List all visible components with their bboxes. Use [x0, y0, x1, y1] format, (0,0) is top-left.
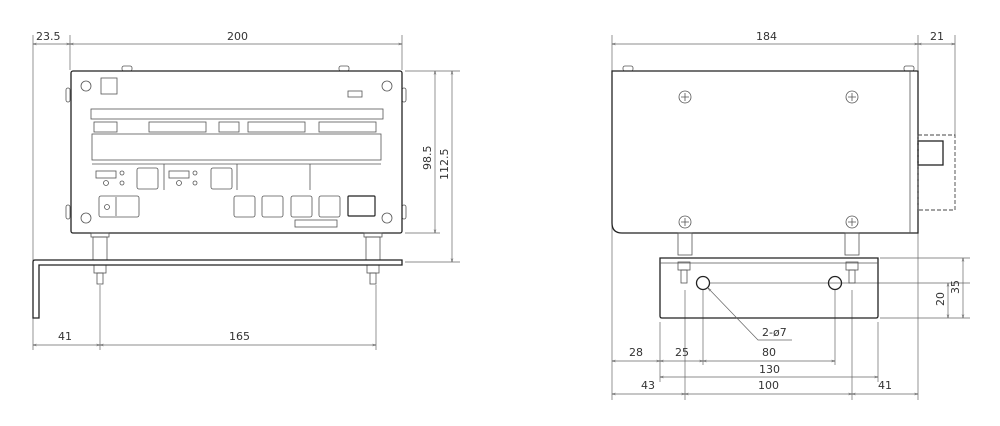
dim-bracket-length: 130 [759, 363, 780, 376]
mounting-bracket [32, 259, 403, 319]
dim-connector: 21 [930, 30, 944, 43]
front-view: 23.5 200 98.5 112.5 41 165 [33, 30, 460, 350]
feet [677, 232, 860, 284]
feet [90, 232, 383, 285]
dim-bracket-height: 35 [949, 280, 962, 294]
dim-panel-height: 98.5 [421, 146, 434, 171]
dim-foot-spacing: 100 [758, 379, 779, 392]
top-tabs [622, 65, 915, 72]
mounting-hole [827, 275, 843, 291]
dim-total-height: 112.5 [438, 149, 451, 181]
bracket [659, 257, 879, 319]
dim-hole-height: 20 [934, 292, 947, 306]
hole-note: 2-ø7 [762, 326, 787, 339]
connector [917, 140, 944, 166]
screws [678, 90, 859, 229]
dim-depth: 184 [756, 30, 777, 43]
dim-width: 200 [227, 30, 248, 43]
panel-details [80, 77, 393, 228]
mounting-ears [65, 65, 407, 220]
extension-lines [32, 35, 460, 350]
dim-hole-offset: 25 [675, 346, 689, 359]
extension-lines [611, 35, 970, 400]
dimension-lines [612, 44, 963, 394]
dim-rear-offset: 41 [878, 379, 892, 392]
dim-left-offset: 23.5 [36, 30, 61, 43]
front-panel [70, 70, 403, 234]
dimension-lines [33, 44, 452, 345]
enclosure-side [611, 70, 919, 234]
connector-clearance [917, 134, 956, 211]
mounting-hole [695, 275, 711, 291]
side-view: 184 21 35 20 2-ø7 28 25 80 130 43 100 41 [612, 30, 970, 400]
dim-foot-offset: 43 [641, 379, 655, 392]
dim-bracket-offset: 28 [629, 346, 643, 359]
dim-hole-spacing: 80 [762, 346, 776, 359]
dim-foot-offset: 41 [58, 330, 72, 343]
dim-foot-spacing: 165 [229, 330, 250, 343]
